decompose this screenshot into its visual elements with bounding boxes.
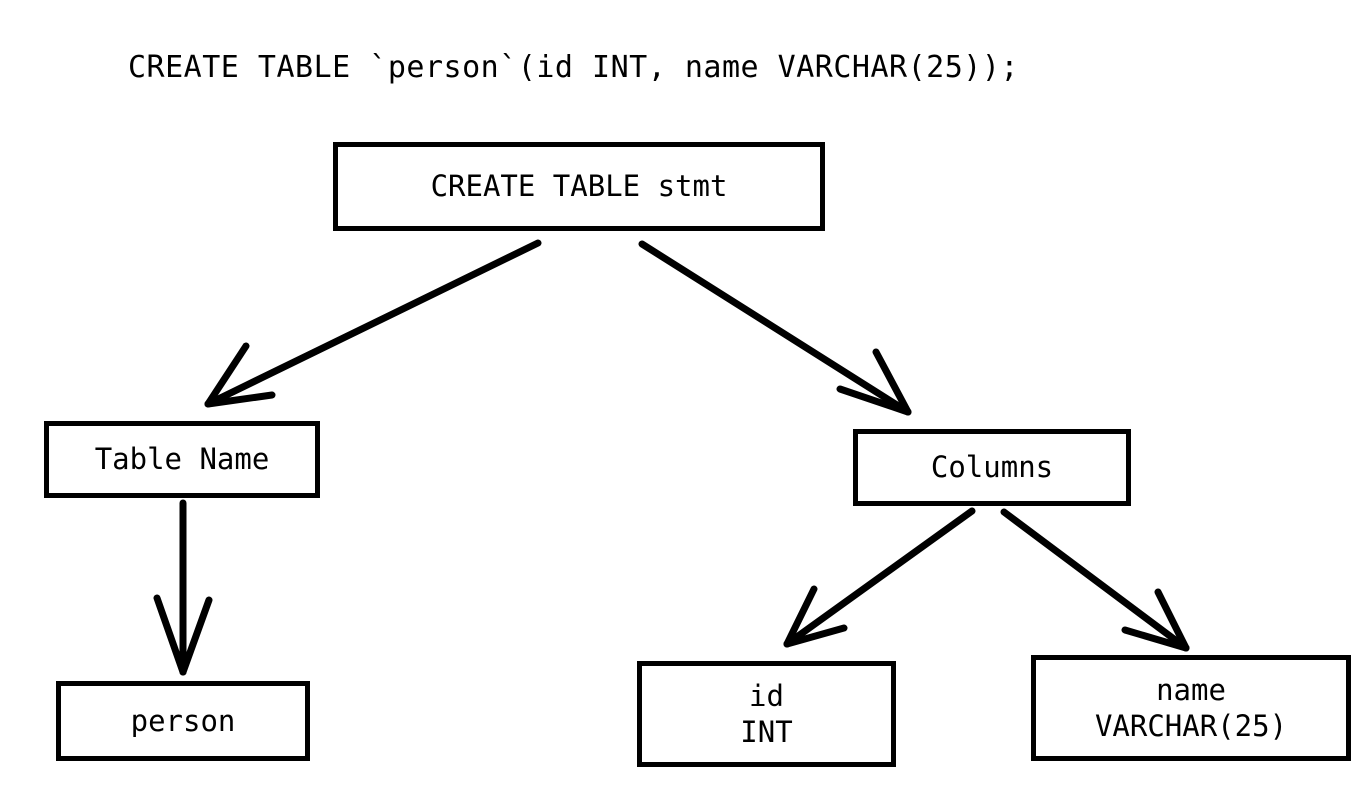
node-sublabel: VARCHAR(25) [1094,709,1288,743]
node-column-name[interactable]: name VARCHAR(25) [1031,655,1351,761]
edge-table-name-to-person [153,499,213,676]
edge-columns-to-col-name [1000,508,1190,652]
node-person[interactable]: person [56,681,310,761]
node-label: CREATE TABLE stmt [430,169,728,204]
node-sublabel: INT [740,715,793,749]
node-column-id[interactable]: id INT [637,661,896,767]
node-create-table-stmt[interactable]: CREATE TABLE stmt [333,142,825,231]
node-label: Table Name [94,442,270,477]
node-table-name[interactable]: Table Name [44,421,320,498]
edge-root-to-columns [638,240,912,416]
node-label: Columns [930,450,1054,485]
node-label: person [130,703,236,738]
node-label: name [1156,672,1226,707]
node-label: id [749,678,784,713]
sql-statement-caption: CREATE TABLE `person`(id INT, name VARCH… [128,50,1019,85]
edge-root-to-table-name [204,239,542,408]
node-columns[interactable]: Columns [853,429,1131,506]
edge-columns-to-col-id [783,507,976,648]
